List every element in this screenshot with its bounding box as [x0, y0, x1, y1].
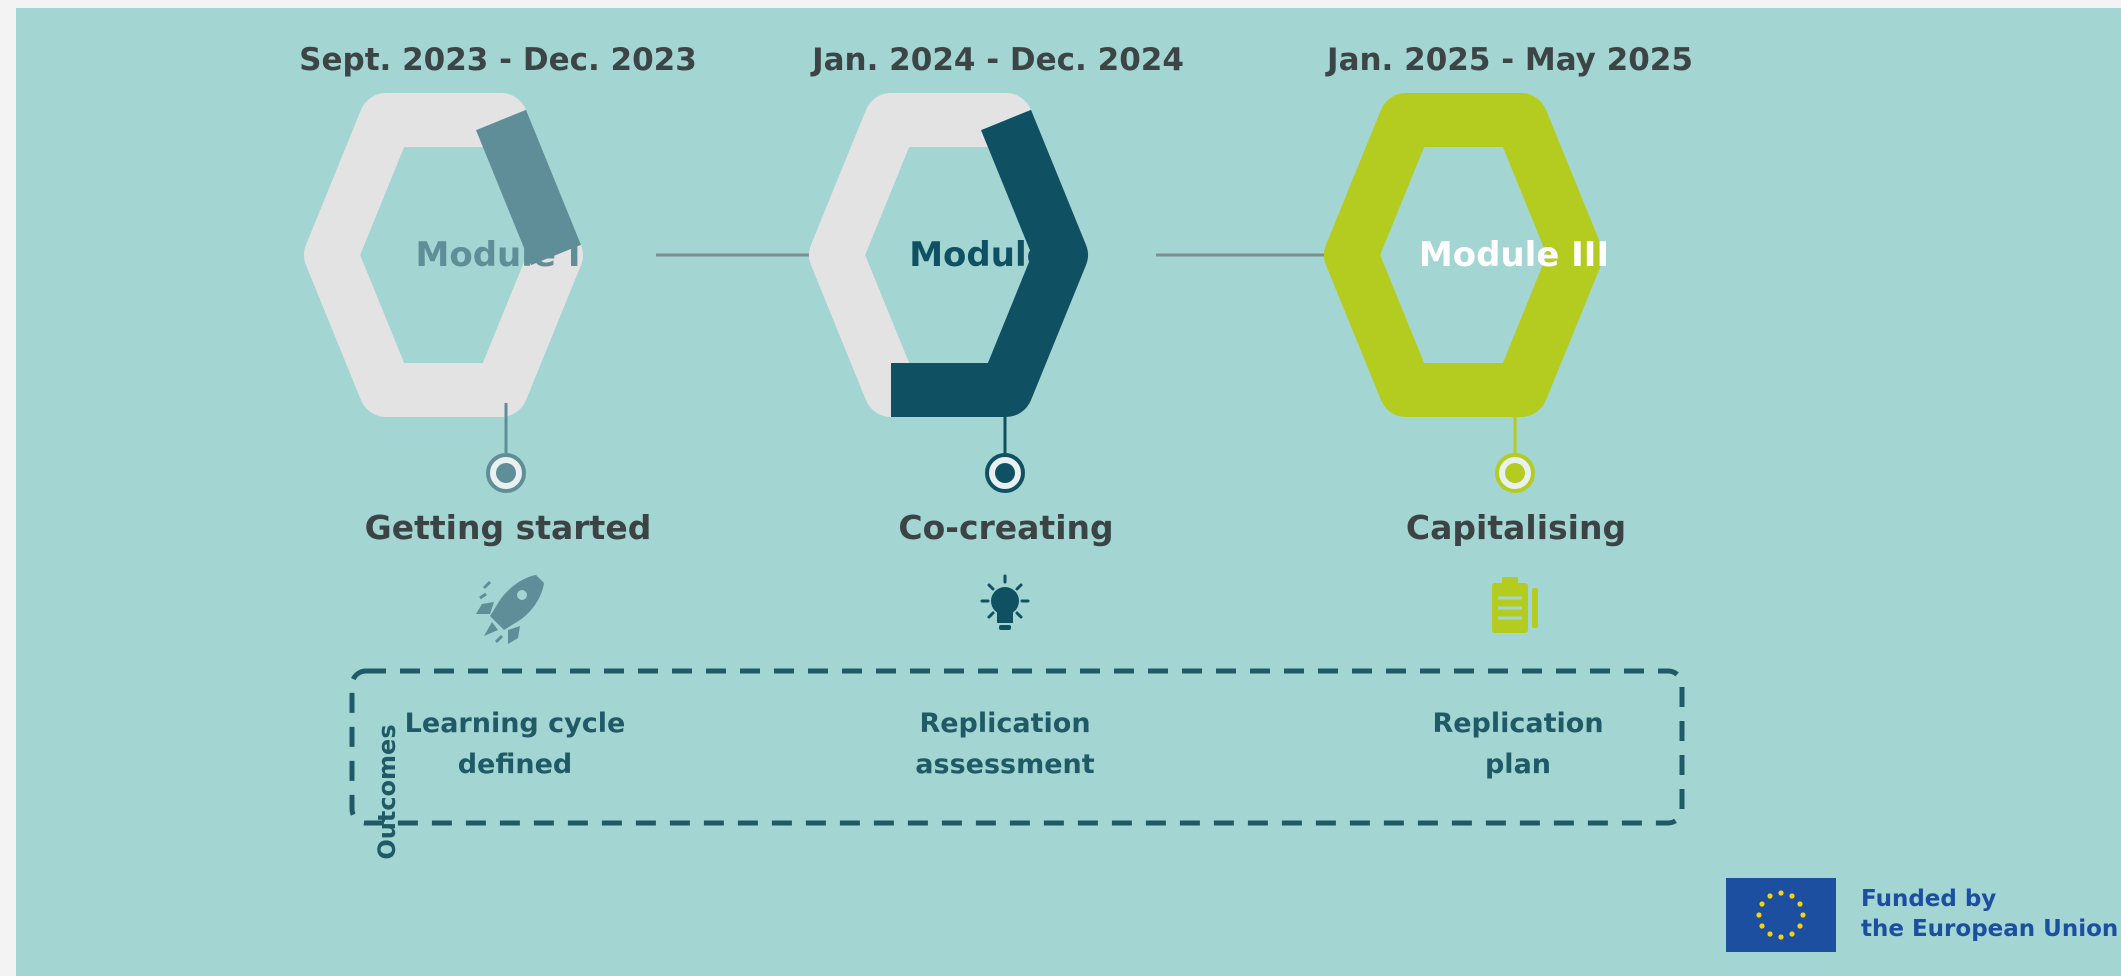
- outcome-3-line2: plan: [1484, 749, 1552, 780]
- timeline-diagram: [304, 93, 1685, 826]
- module-3-date: Jan. 2025 - May 2025: [1327, 42, 1693, 78]
- outcomes-box: [349, 668, 1685, 826]
- funding-line1: Funded by: [1861, 886, 1997, 912]
- module-1-date: Sept. 2023 - Dec. 2023: [299, 42, 697, 78]
- module-2-date: Jan. 2024 - Dec. 2024: [812, 42, 1184, 78]
- module-1-stage: Getting started: [364, 508, 652, 547]
- timeline-canvas: Sept. 2023 - Dec. 2023 Jan. 2024 - Dec. …: [16, 8, 2121, 976]
- outcome-2-line1: Replication: [919, 708, 1091, 739]
- module-1-label: Module I: [415, 235, 581, 275]
- module-2-ring: [809, 93, 1088, 417]
- module-3-ring: [1324, 93, 1603, 417]
- module-2-stage: Co-creating: [898, 508, 1114, 547]
- outcome-1-line1: Learning cycle: [404, 708, 626, 739]
- module-1-ring: [304, 93, 583, 417]
- outcome-2-line2: assessment: [915, 749, 1095, 780]
- eu-flag-icon: [1726, 878, 1836, 952]
- outcome-1-line2: defined: [457, 749, 573, 780]
- lightbulb-icon: [980, 574, 1030, 630]
- outcome-3-line1: Replication: [1432, 708, 1604, 739]
- module-3-label: Module III: [1418, 235, 1610, 275]
- module-3-node: [1495, 403, 1535, 493]
- module-2-node: [985, 403, 1025, 493]
- outcome-2: Replication assessment: [845, 703, 1165, 785]
- outcome-3: Replication plan: [1358, 703, 1678, 785]
- module-3-stage: Capitalising: [1405, 508, 1627, 547]
- rocket-icon: [476, 575, 544, 644]
- outcome-1: Learning cycle defined: [355, 703, 675, 785]
- module-1-node: [486, 403, 526, 493]
- funding-line2: the European Union: [1861, 916, 2119, 942]
- module-2-label: Module II: [909, 235, 1087, 275]
- clipboard-icon: [1492, 577, 1538, 633]
